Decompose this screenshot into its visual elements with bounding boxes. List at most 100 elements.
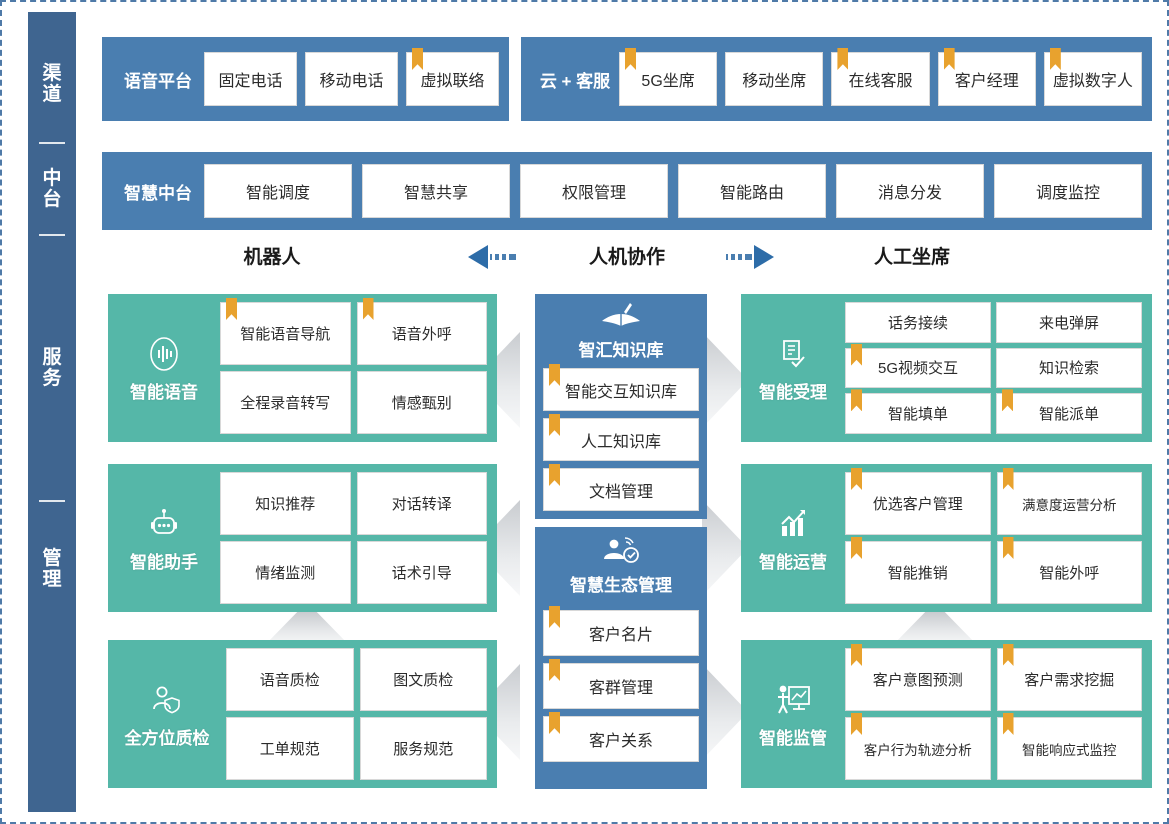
sidebar-divider-2 [39, 234, 65, 236]
chip-label: 客户名片 [588, 627, 653, 644]
service-panel-full-quality-inspection: 全方位质检 语音质检 图文质检 工单规范 服务规范 [108, 640, 497, 788]
quality-chip-voice-inspection[interactable]: 语音质检 [226, 648, 354, 711]
knowledge-chip-manual-kb[interactable]: 人工知识库 [543, 418, 699, 461]
chip-label: 智能调度 [245, 185, 310, 202]
platform-chip-message-distribution[interactable]: 消息分发 [836, 164, 984, 218]
chip-label: 5G坐席 [641, 73, 695, 90]
chip-label: 智能响应式监控 [1022, 742, 1117, 758]
platform-chip-permission-management[interactable]: 权限管理 [520, 164, 668, 218]
chip-label: 在线客服 [848, 73, 913, 90]
sidebar-item-service[interactable]: 服务 [42, 347, 62, 389]
robot-icon [144, 504, 184, 544]
platform-chip-dispatch-monitoring[interactable]: 调度监控 [994, 164, 1142, 218]
service-panel-full-quality-inspection-name: 全方位质检 [124, 728, 210, 748]
service-panel-smart-supervision: 智能监管 客户意图预测 客户需求挖掘 客户行为轨迹分析 智能响应式监控 [741, 640, 1152, 788]
channel-chip-virtual-contact[interactable]: 虚拟联络 [406, 52, 499, 106]
eco-chip-customer-card[interactable]: 客户名片 [543, 610, 699, 656]
acceptance-chip-5g-video-interaction[interactable]: 5G视频交互 [845, 347, 991, 389]
acceptance-chip-incoming-call-popup[interactable]: 来电弹屏 [996, 302, 1142, 343]
platform-chip-smart-sharing[interactable]: 智慧共享 [362, 164, 510, 218]
chip-label: 智能交互知识库 [564, 383, 677, 401]
center-column-knowledge-base-title: 智汇知识库 [578, 341, 664, 360]
service-panel-smart-assistant-head: 智能助手 [108, 504, 220, 573]
center-column-knowledge-base: 智汇知识库 智能交互知识库 人工知识库 文档管理 [535, 294, 707, 519]
chip-label: 话术引导 [391, 565, 452, 582]
supervision-chip-customer-demand-mining[interactable]: 客户需求挖掘 [996, 648, 1142, 711]
operation-chip-satisfaction-operation-analysis[interactable]: 满意度运营分析 [996, 472, 1142, 535]
channel-chip-fixed-phone[interactable]: 固定电话 [204, 52, 297, 106]
chip-label: 情感甄别 [391, 395, 452, 412]
voice-chip-smart-voice-navigation[interactable]: 智能语音导航 [220, 302, 351, 365]
service-panel-smart-assistant: 智能助手 知识推荐 对话转译 情绪监测 话术引导 [108, 464, 497, 612]
acceptance-chip-smart-dispatch-order[interactable]: 智能派单 [996, 393, 1142, 434]
layer-sidebar: 渠道 中台 服务 管理 [28, 12, 76, 812]
quality-chip-text-image-inspection[interactable]: 图文质检 [359, 648, 487, 711]
form-check-icon [773, 334, 813, 374]
chip-label: 优选客户管理 [872, 496, 963, 513]
channel-group-voice-platform-title: 语音平台 [124, 71, 192, 91]
chip-label: 5G视频交互 [877, 360, 958, 378]
chip-label: 智能外呼 [1039, 565, 1100, 582]
operation-chip-preferred-customer-management[interactable]: 优选客户管理 [845, 472, 991, 535]
chip-label: 智慧共享 [403, 185, 468, 202]
chip-label: 文档管理 [588, 483, 653, 501]
sidebar-item-channel[interactable]: 渠道 [42, 63, 62, 105]
chip-label: 移动坐席 [742, 73, 807, 90]
chip-label: 服务规范 [393, 741, 454, 758]
service-panel-smart-voice-name: 智能语音 [130, 382, 198, 402]
column-header-robot: 机器人 [243, 247, 301, 268]
service-panel-smart-voice: 智能语音 智能语音导航 语音外呼 全程录音转写 情感甄别 [108, 294, 497, 442]
service-panel-smart-operation-grid: 优选客户管理 满意度运营分析 智能推销 智能外呼 [845, 464, 1152, 612]
channel-group-cloud-service: 云 + 客服 5G坐席 移动坐席 在线客服 客户经理 虚拟数字人 [521, 37, 1152, 121]
eco-chip-customer-group-management[interactable]: 客群管理 [543, 663, 699, 709]
arrow-right-icon [718, 244, 774, 270]
channel-chip-mobile-seat[interactable]: 移动坐席 [725, 52, 824, 106]
platform-chip-smart-routing[interactable]: 智能路由 [678, 164, 826, 218]
acceptance-chip-smart-form-filling[interactable]: 智能填单 [845, 393, 991, 434]
platform-band-title: 智慧中台 [124, 183, 192, 203]
voice-chip-emotion-discrimination[interactable]: 情感甄别 [356, 371, 487, 434]
voice-chip-full-recording-transcription[interactable]: 全程录音转写 [220, 371, 351, 434]
assistant-chip-emotion-monitoring[interactable]: 情绪监测 [220, 541, 351, 604]
assistant-chip-knowledge-recommendation[interactable]: 知识推荐 [220, 472, 351, 535]
supervision-chip-customer-behavior-trace-analysis[interactable]: 客户行为轨迹分析 [845, 717, 991, 780]
voice-chip-voice-outbound[interactable]: 语音外呼 [356, 302, 487, 365]
service-panel-smart-supervision-name: 智能监管 [759, 728, 827, 748]
assistant-chip-dialog-translation[interactable]: 对话转译 [356, 472, 487, 535]
channel-chip-mobile-phone[interactable]: 移动电话 [305, 52, 398, 106]
chip-label: 语音质检 [259, 672, 320, 689]
service-panel-smart-acceptance-head: 智能受理 [741, 334, 845, 403]
service-panel-smart-operation-name: 智能运营 [759, 552, 827, 572]
knowledge-chip-smart-interactive-kb[interactable]: 智能交互知识库 [543, 368, 699, 411]
service-panel-smart-operation-head: 智能运营 [741, 504, 845, 573]
supervision-chip-smart-responsive-monitoring[interactable]: 智能响应式监控 [996, 717, 1142, 780]
chip-label: 来电弹屏 [1038, 314, 1099, 332]
presenter-board-icon [772, 680, 814, 720]
sidebar-item-midplatform[interactable]: 中台 [42, 168, 62, 210]
platform-chip-smart-dispatch[interactable]: 智能调度 [204, 164, 352, 218]
chip-label: 对话转译 [391, 496, 452, 513]
center-column-eco-management: 智慧生态管理 客户名片 客群管理 客户关系 [535, 527, 707, 789]
acceptance-chip-call-connection[interactable]: 话务接续 [845, 302, 991, 343]
operation-chip-smart-marketing[interactable]: 智能推销 [845, 541, 991, 604]
acceptance-chip-knowledge-retrieval[interactable]: 知识检索 [996, 347, 1142, 389]
chip-label: 工单规范 [259, 741, 320, 758]
service-panel-smart-voice-grid: 智能语音导航 语音外呼 全程录音转写 情感甄别 [220, 294, 497, 442]
center-column-knowledge-base-head: 智汇知识库 [579, 302, 664, 361]
knowledge-chip-document-management[interactable]: 文档管理 [543, 468, 699, 511]
quality-chip-ticket-standard[interactable]: 工单规范 [226, 717, 354, 780]
channel-chip-online-service[interactable]: 在线客服 [831, 52, 930, 106]
supervision-chip-customer-intent-prediction[interactable]: 客户意图预测 [845, 648, 991, 711]
operation-chip-smart-outbound[interactable]: 智能外呼 [996, 541, 1142, 604]
channel-chip-account-manager[interactable]: 客户经理 [937, 52, 1036, 106]
chip-label: 调度监控 [1035, 185, 1100, 202]
quality-chip-service-standard[interactable]: 服务规范 [359, 717, 487, 780]
sidebar-item-management[interactable]: 管理 [42, 548, 62, 590]
channel-chip-virtual-human[interactable]: 虚拟数字人 [1043, 52, 1143, 106]
assistant-chip-script-guidance[interactable]: 话术引导 [356, 541, 487, 604]
eco-chip-customer-relationship[interactable]: 客户关系 [543, 716, 699, 762]
chip-label: 客群管理 [588, 680, 653, 697]
channel-chip-5g-seat[interactable]: 5G坐席 [619, 52, 718, 106]
chip-label: 权限管理 [561, 185, 626, 202]
